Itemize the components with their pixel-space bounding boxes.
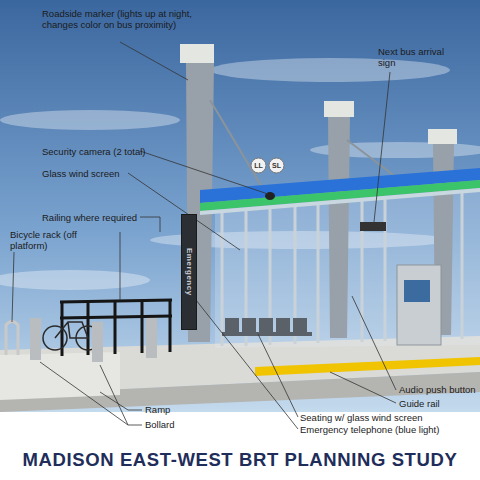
callout-label: Glass wind screen (42, 168, 152, 179)
badge-text: LL (254, 162, 263, 169)
arrival-sign (360, 222, 386, 231)
route-badge: LL (250, 157, 267, 174)
page-band (0, 412, 480, 480)
callout-label: Audio push button (399, 384, 480, 395)
callout-label: Next bus arrival sign (378, 46, 448, 68)
callout-label: Guide rail (399, 398, 469, 409)
sky (0, 0, 480, 420)
bicycle-rack (6, 322, 18, 356)
bollards (30, 318, 157, 362)
callout-label: Roadside marker (lights up at night, cha… (42, 8, 192, 30)
title: MADISON EAST-WEST BRT PLANNING STUDY (0, 449, 480, 471)
bicycle (43, 322, 100, 350)
guide-rail (255, 357, 480, 376)
callout-label: Bollard (145, 419, 205, 430)
route-badge: SL (268, 157, 285, 174)
callout-label: Seating w/ glass wind screen (300, 412, 460, 423)
callout-label: Bicycle rack (off platform) (10, 229, 102, 251)
callout-label: Railing where required (42, 212, 162, 223)
ticket-machine (397, 265, 441, 345)
badge-circle (251, 158, 266, 173)
callout-label: Emergency telephone (blue light) (300, 424, 470, 435)
canopy (200, 168, 480, 215)
seating (222, 318, 312, 336)
ticket-screen (404, 280, 430, 302)
badge-text: SL (272, 162, 281, 169)
pillar-body (182, 215, 197, 330)
badge-circle (269, 158, 284, 173)
emergency-pillar: Emergency (181, 214, 197, 330)
callout-label: Ramp (145, 404, 205, 415)
pillar-text: Emergency (185, 248, 194, 296)
callout-label: Security camera (2 total) (42, 146, 172, 157)
